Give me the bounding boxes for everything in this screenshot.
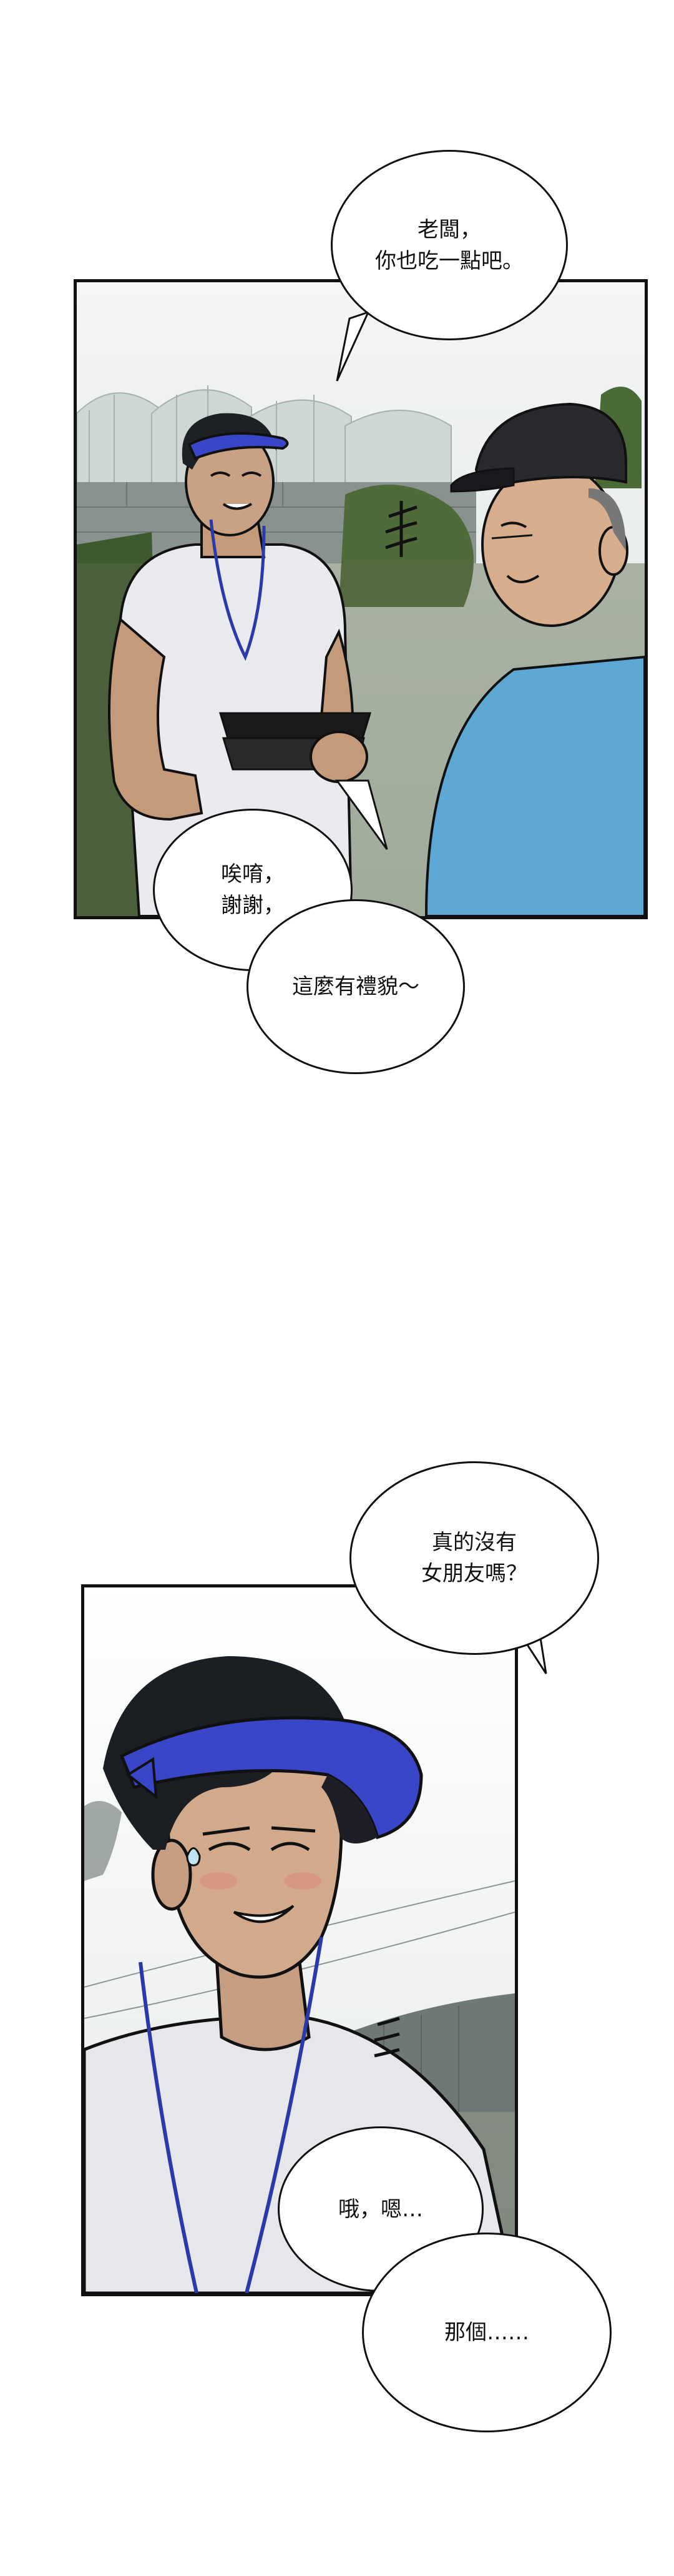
visor <box>119 1716 423 1840</box>
speech-bubble-4: 真的沒有 女朋友嗎？ <box>349 1461 599 1655</box>
distant-tree <box>84 1801 122 1881</box>
speech-text-2: 唉唷， 謝謝， <box>221 862 285 918</box>
sweat-drop <box>186 1847 201 1867</box>
lanyard <box>139 1962 198 2293</box>
speech-text-6: 那個…… <box>444 2320 529 2345</box>
laugh-sfx-marks <box>385 501 418 557</box>
nervous-sfx-marks <box>374 2016 400 2058</box>
speech-text-1: 老闆， 你也吃一點吧。 <box>375 217 524 274</box>
bubble-tail-1 <box>336 312 369 382</box>
bushes <box>339 485 474 607</box>
speech-text-3: 這麼有禮貌～ <box>292 974 419 999</box>
speech-bubble-1: 老闆， 你也吃一點吧。 <box>331 150 568 340</box>
speech-text-4: 真的沒有 女朋友嗎？ <box>421 1530 527 1586</box>
older-man-figure <box>424 402 645 916</box>
speech-text-5: 哦，嗯… <box>338 2196 423 2222</box>
bubble-tail-2 <box>335 779 388 850</box>
speech-bubble-6: 那個…… <box>362 2233 612 2432</box>
speech-bubble-3: 這麼有禮貌～ <box>247 899 465 1074</box>
greenhouse-background <box>77 385 452 489</box>
